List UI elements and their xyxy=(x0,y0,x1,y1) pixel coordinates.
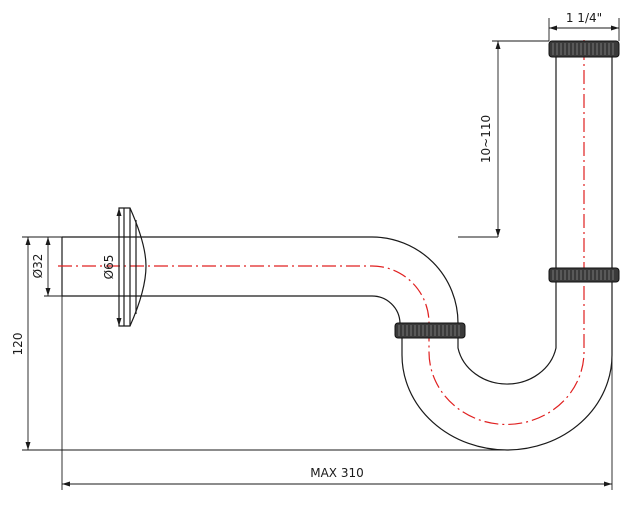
trap-nut xyxy=(394,322,466,339)
wall-rosette xyxy=(118,207,147,327)
dimension-thread-label: 1 1/4" xyxy=(566,11,602,25)
dimension-rosette-diameter: Ø65 xyxy=(102,208,122,326)
dimension-height-label: 120 xyxy=(11,333,25,356)
dimension-pipe-diameter-label: Ø32 xyxy=(31,254,45,279)
dimension-height-adjust-label: 10~110 xyxy=(479,115,493,163)
centerline xyxy=(58,40,585,426)
top-nut xyxy=(548,40,620,58)
dimension-pipe-diameter: Ø32 xyxy=(31,236,62,297)
dimension-length-label: MAX 310 xyxy=(310,466,364,480)
middle-nut xyxy=(548,267,620,283)
dimension-height: 120 xyxy=(11,236,507,451)
dimension-thread: 1 1/4" xyxy=(548,11,620,41)
dimension-height-adjust: 10~110 xyxy=(458,40,549,238)
dimension-length: MAX 310 xyxy=(61,296,613,490)
dimension-rosette-diameter-label: Ø65 xyxy=(102,255,116,280)
